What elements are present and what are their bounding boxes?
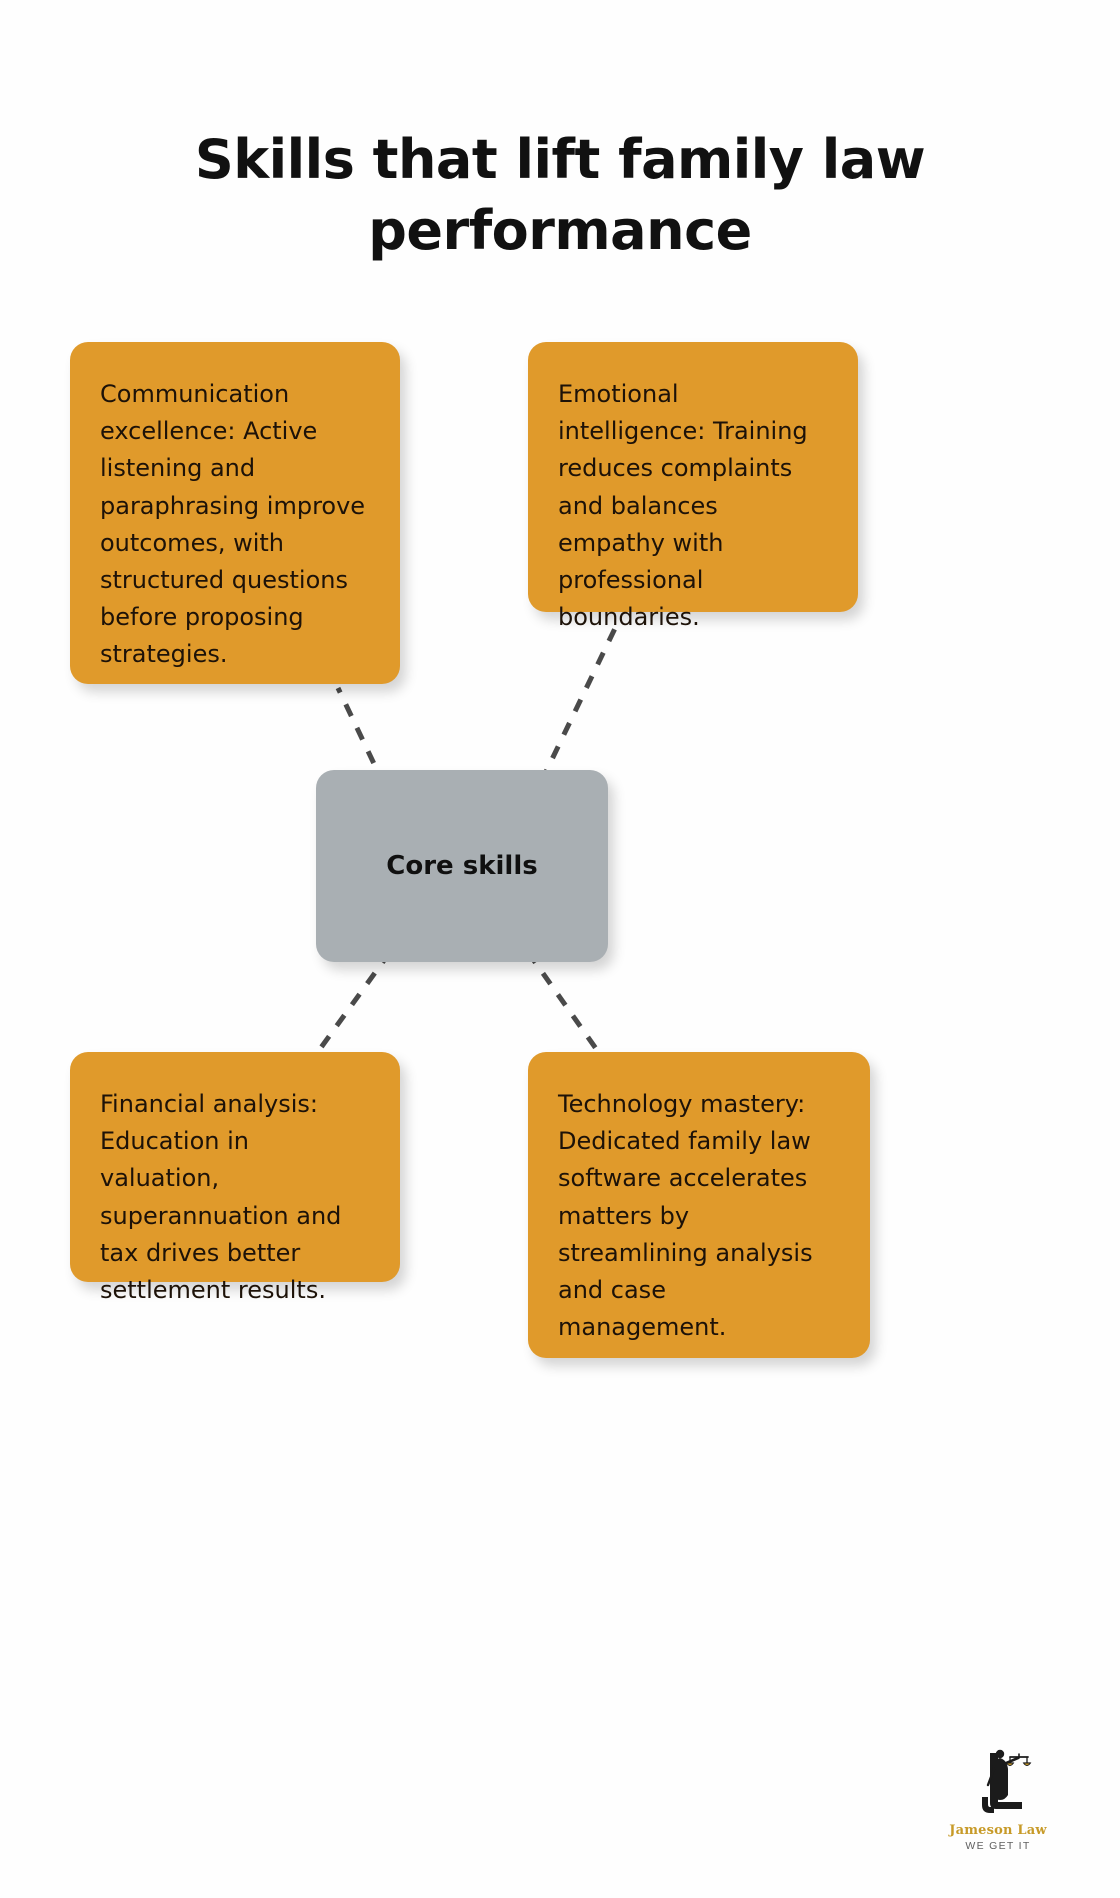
node-card-financial-analysis[interactable]: Financial analysis: Education in valuati…: [70, 1052, 400, 1304]
page-title: Skills that lift family law performance: [194, 128, 926, 263]
connector-hub-to-financial: [309, 950, 393, 1062]
node-card-financial-analysis-text: Financial analysis: Education in valuati…: [100, 1090, 342, 1304]
node-card-communication[interactable]: Communication excellence: Active listeni…: [70, 342, 400, 684]
lady-justice-scales-icon: [982, 1749, 1032, 1813]
node-card-technology-mastery-text: Technology mastery: Dedicated family law…: [558, 1090, 813, 1342]
node-card-emotional-intelligence[interactable]: Emotional intelligence: Training reduces…: [528, 342, 858, 631]
logo-tagline: WE GET IT: [965, 1840, 1031, 1852]
hub-card-label: Core skills: [386, 850, 538, 881]
logo-name: Jameson Law: [949, 1823, 1047, 1838]
brand-logo: Jameson Law WE GET IT: [938, 1745, 1058, 1863]
connector-hub-to-technology: [525, 950, 607, 1062]
hub-card-core-skills[interactable]: Core skills: [316, 770, 608, 962]
node-card-communication-text: Communication excellence: Active listeni…: [100, 380, 366, 669]
node-card-emotional-intelligence-text: Emotional intelligence: Training reduces…: [558, 380, 808, 632]
node-card-technology-mastery[interactable]: Technology mastery: Dedicated family law…: [528, 1052, 870, 1358]
